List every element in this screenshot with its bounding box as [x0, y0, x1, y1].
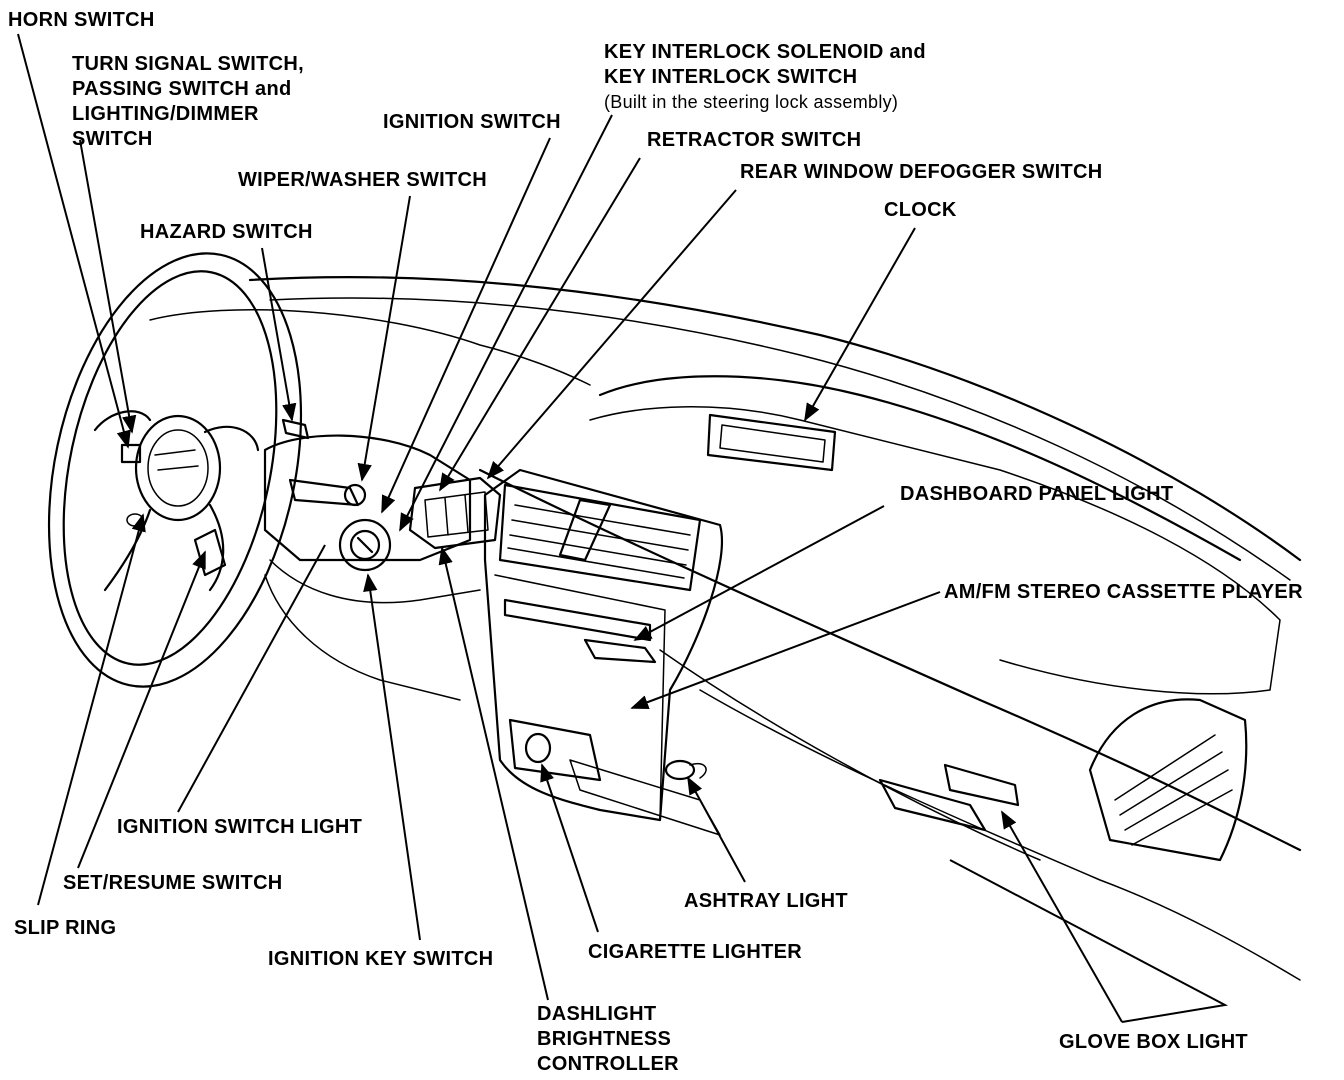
leader-key-interlock	[399, 114, 613, 532]
leader-retractor	[439, 157, 641, 492]
leader-wiper	[357, 195, 411, 482]
column-shroud	[263, 434, 472, 562]
label-turn-signal: TURN SIGNAL SWITCH, PASSING SWITCH and L…	[72, 52, 304, 152]
switch-cluster	[408, 476, 502, 550]
knee-panel	[264, 574, 461, 701]
leader-defogger	[486, 189, 737, 480]
leader-ashtray	[687, 776, 746, 883]
label-dashlight-controller: DASHLIGHT BRIGHTNESS CONTROLLER	[537, 1002, 679, 1077]
leader-stereo	[630, 591, 941, 710]
label-key-interlock-line-1: KEY INTERLOCK SOLENOID and	[604, 41, 926, 63]
cigarette-lighter-knob	[524, 732, 552, 764]
dash-lower-edge-2	[699, 689, 1301, 981]
label-key-interlock-line-2: KEY INTERLOCK SWITCH	[604, 66, 858, 88]
leader-ignition-light	[177, 544, 326, 813]
leader-turn-signal	[79, 139, 137, 434]
stereo-slot	[503, 598, 652, 642]
steering-wheel	[47, 252, 303, 688]
glove-box-light-unit	[943, 763, 1020, 807]
leader-lines	[17, 33, 1229, 1023]
hazard-switch	[281, 418, 310, 440]
label-ignition-switch-light: IGNITION SWITCH LIGHT	[117, 816, 363, 838]
label-rear-defogger: REAR WINDOW DEFOGGER SWITCH	[740, 161, 1103, 183]
leader-dashlight	[438, 546, 549, 1001]
label-turn-signal-line-2: PASSING SWITCH and	[72, 78, 292, 100]
label-key-interlock: KEY INTERLOCK SOLENOID and KEY INTERLOCK…	[604, 40, 926, 115]
label-turn-signal-line-4: SWITCH	[72, 128, 153, 150]
leader-clock	[804, 227, 916, 422]
leader-ignition-key	[363, 573, 421, 941]
leader-hazard	[261, 247, 297, 422]
label-dashlight-line-3: CONTROLLER	[537, 1053, 679, 1075]
dash-left-lower	[269, 559, 481, 604]
label-dashlight-line-2: BRIGHTNESS	[537, 1028, 672, 1050]
label-key-interlock-note: (Built in the steering lock assembly)	[604, 92, 899, 112]
label-dashboard-panel-light: DASHBOARD PANEL LIGHT	[900, 483, 1174, 505]
glove-box-handle	[878, 778, 987, 832]
lighter-panel	[508, 718, 602, 782]
label-dashlight-line-1: DASHLIGHT	[537, 1003, 657, 1025]
dash-top-inner	[269, 297, 1291, 581]
leader-ignition-switch	[381, 137, 551, 514]
label-glove-box-light: GLOVE BOX LIGHT	[1059, 1031, 1248, 1053]
lower-tray	[569, 759, 721, 836]
center-vent	[498, 483, 702, 592]
dash-upper-shelf	[589, 406, 1281, 695]
leader-horn	[17, 33, 131, 449]
center-console	[483, 468, 724, 822]
label-cigarette-lighter: CIGARETTE LIGHTER	[588, 941, 802, 963]
label-turn-signal-line-3: LIGHTING/DIMMER	[72, 103, 259, 125]
leader-slip-ring	[37, 513, 146, 906]
label-clock: CLOCK	[884, 199, 957, 221]
label-stereo: AM/FM STEREO CASSETTE PLAYER	[944, 581, 1303, 603]
leader-lighter	[540, 763, 599, 933]
leader-set-resume	[77, 550, 206, 869]
dash-lower-edge-3	[659, 649, 1041, 861]
dash-lower-edge	[478, 468, 1302, 852]
dash-upper-surface	[598, 375, 1242, 562]
panel-light-unit	[583, 638, 657, 664]
label-turn-signal-line-1: TURN SIGNAL SWITCH,	[72, 53, 304, 75]
ashtray-light-bulb	[664, 759, 696, 781]
leader-glove-box-light	[1001, 810, 1123, 1023]
label-retractor: RETRACTOR SWITCH	[647, 129, 862, 151]
clock-unit	[706, 413, 837, 472]
dashboard-drawing	[47, 252, 1302, 981]
label-horn-switch: HORN SWITCH	[8, 9, 155, 31]
label-ashtray-light: ASHTRAY LIGHT	[684, 890, 848, 912]
label-set-resume: SET/RESUME SWITCH	[63, 872, 283, 894]
ignition-cylinder	[338, 518, 392, 572]
label-hazard: HAZARD SWITCH	[140, 221, 313, 243]
dash-top-edge	[248, 275, 1302, 562]
label-ignition-key-switch: IGNITION KEY SWITCH	[268, 948, 494, 970]
leader-glove-box-tail	[949, 859, 1229, 1023]
label-wiper-washer: WIPER/WASHER SWITCH	[238, 169, 488, 191]
console-inner	[494, 574, 666, 821]
label-ignition-switch: IGNITION SWITCH	[383, 111, 561, 133]
instrument-cluster-hood	[149, 309, 591, 386]
right-vent	[1088, 698, 1248, 862]
label-slip-ring: SLIP RING	[14, 917, 117, 939]
leader-panel-light	[633, 505, 885, 641]
